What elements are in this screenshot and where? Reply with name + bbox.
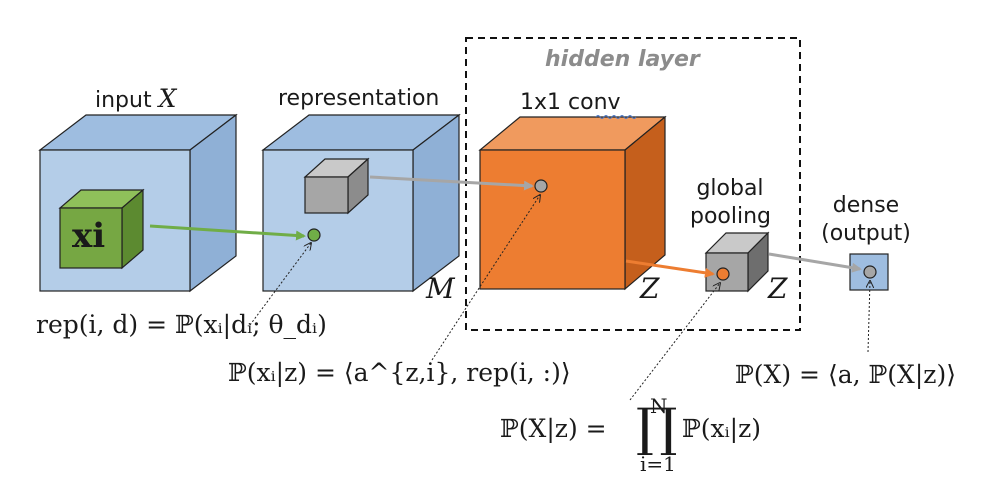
circle-conv [534,179,548,193]
label-representation: representation [278,86,440,111]
label-global: global [696,176,764,201]
label-hidden-layer: hidden layer [545,47,700,72]
label-dense-2: (output) [821,221,911,246]
label-dim-Z2: Z [768,272,788,305]
pointer-rep [249,243,311,326]
input-cube [38,113,238,293]
label-pooling: pooling [690,204,772,229]
circle-dense [863,265,877,279]
pointer-dense [868,281,870,353]
label-dense: dense (output) [818,192,914,248]
hidden-layer-box [465,37,801,331]
eq-prod-top: N [650,394,668,418]
arrow-gray-to-conv [369,175,534,191]
circle-pooling [716,267,730,281]
eq-prod-bottom: i=1 [640,452,676,476]
arrow-green [149,224,306,241]
label-xi-text: xi [72,216,106,256]
eq-p-X-z-lhs: ℙ(X|z) = [500,414,607,443]
label-conv: 1x1 conv [520,90,621,115]
conv-underline [595,115,637,119]
representation-cube [261,113,461,293]
label-dim-M: M [426,272,455,305]
pointer-conv [431,195,540,361]
eq-p-X: ℙ(X) = ⟨a, ℙ(X|z)⟩ [735,360,956,389]
rep-gray-cube [303,157,370,215]
label-input-var: X [158,84,177,113]
eq-prod-symbol: ∏ [636,398,678,458]
arrow-gray-to-dense [768,252,862,273]
xi-cube [58,188,145,270]
label-input-text: input [95,88,152,113]
label-xi: xi [72,216,105,256]
label-dim-Z1: Z [640,272,660,305]
pooling-cube [704,231,770,293]
label-input: input X [95,84,176,113]
circle-rep [307,228,321,242]
label-dense-1: dense [832,193,900,218]
arrow-orange [625,259,715,278]
eq-p-X-z-rhs: ℙ(xᵢ|z) [682,414,762,443]
eq-p-xi-z: ℙ(xᵢ|z) = ⟨a^{z,i}, rep(i, :)⟩ [228,358,571,387]
label-global-pooling: global pooling [690,175,772,231]
conv-cube [478,115,667,291]
eq-rep: rep(i, d) = ℙ(xᵢ|dᵢ; θ_dᵢ) [36,310,327,339]
pointer-pooling [629,283,720,401]
